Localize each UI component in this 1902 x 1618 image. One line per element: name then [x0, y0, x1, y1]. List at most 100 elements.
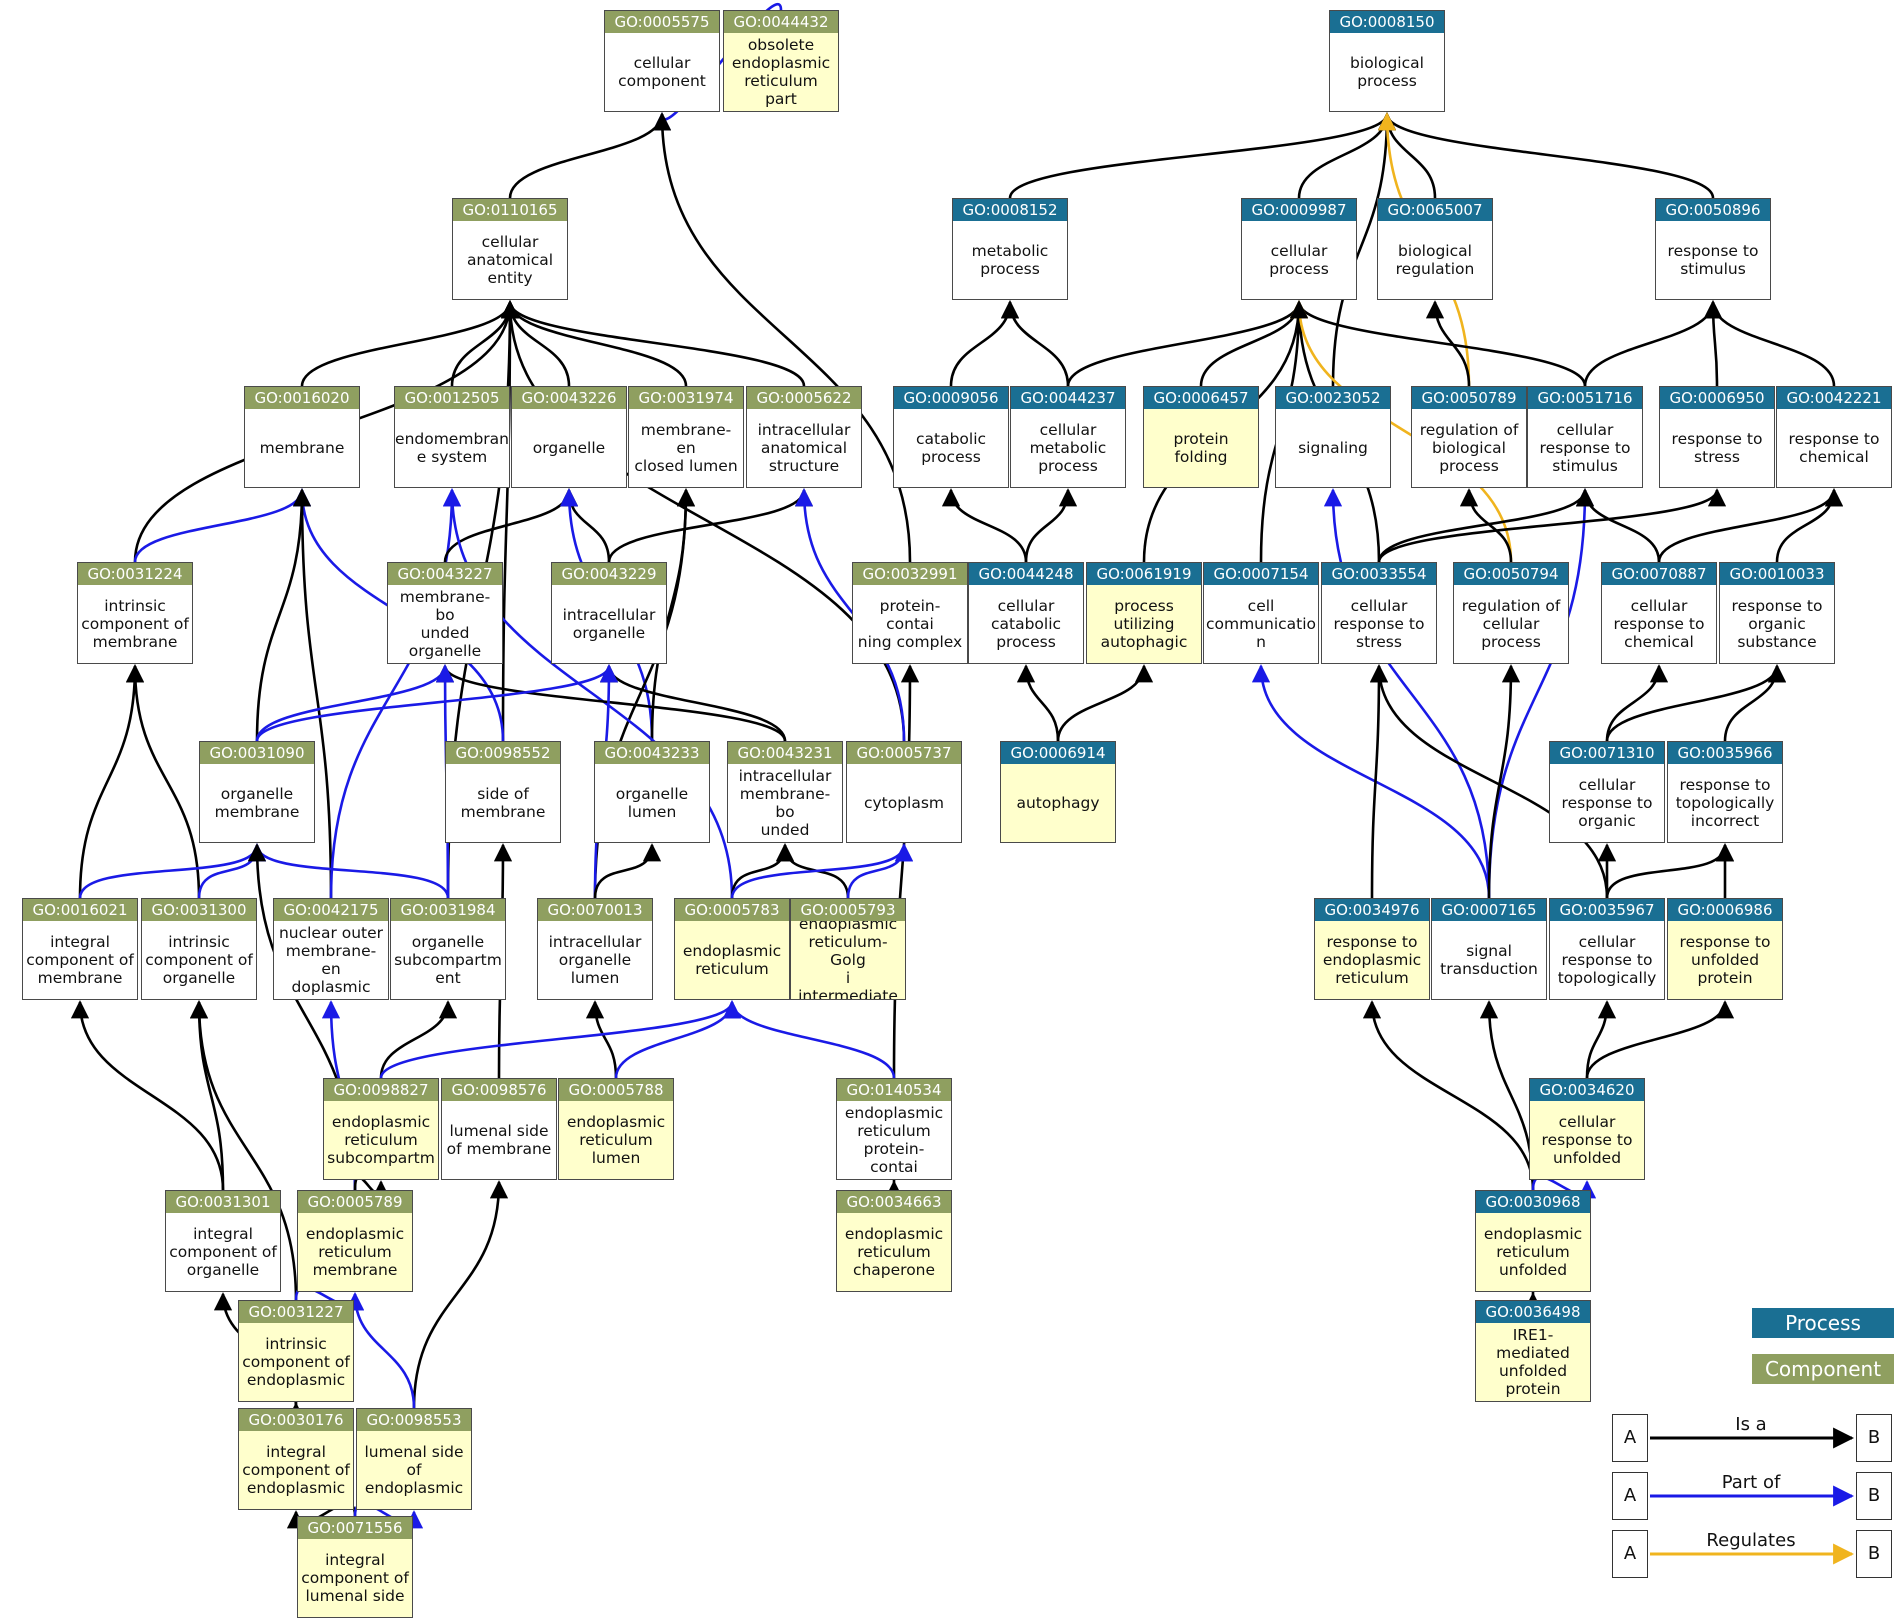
go-node-id: GO:0006950: [1660, 387, 1774, 409]
go-node-label: cytoplasm: [863, 794, 945, 812]
go-node-id: GO:0035967: [1550, 899, 1664, 921]
go-node-id: GO:0031224: [78, 563, 192, 585]
go-node-id: GO:0005783: [675, 899, 789, 921]
go-node-id: GO:0140534: [837, 1079, 951, 1101]
legend-process-swatch: Process: [1752, 1308, 1894, 1338]
legend-regulates-node-b: B: [1856, 1530, 1892, 1578]
edge-is-a: [1369, 664, 1389, 899]
go-node-id: GO:0006986: [1668, 899, 1782, 921]
edge-is-a: [1487, 664, 1521, 899]
edge-is-a: [1362, 1000, 1535, 1191]
go-node-id: GO:0034620: [1530, 1079, 1644, 1101]
go-node-id: GO:0050896: [1656, 199, 1770, 221]
go-node-id: GO:0031090: [200, 742, 314, 764]
legend-isa-node-a: A: [1612, 1414, 1648, 1462]
edge-is-a: [1066, 300, 1309, 387]
go-node-id: GO:0036498: [1476, 1301, 1590, 1323]
edge-is-a: [949, 300, 1020, 387]
legend-partof-node-a: A: [1612, 1472, 1648, 1520]
go-node-id: GO:0035966: [1668, 742, 1782, 764]
